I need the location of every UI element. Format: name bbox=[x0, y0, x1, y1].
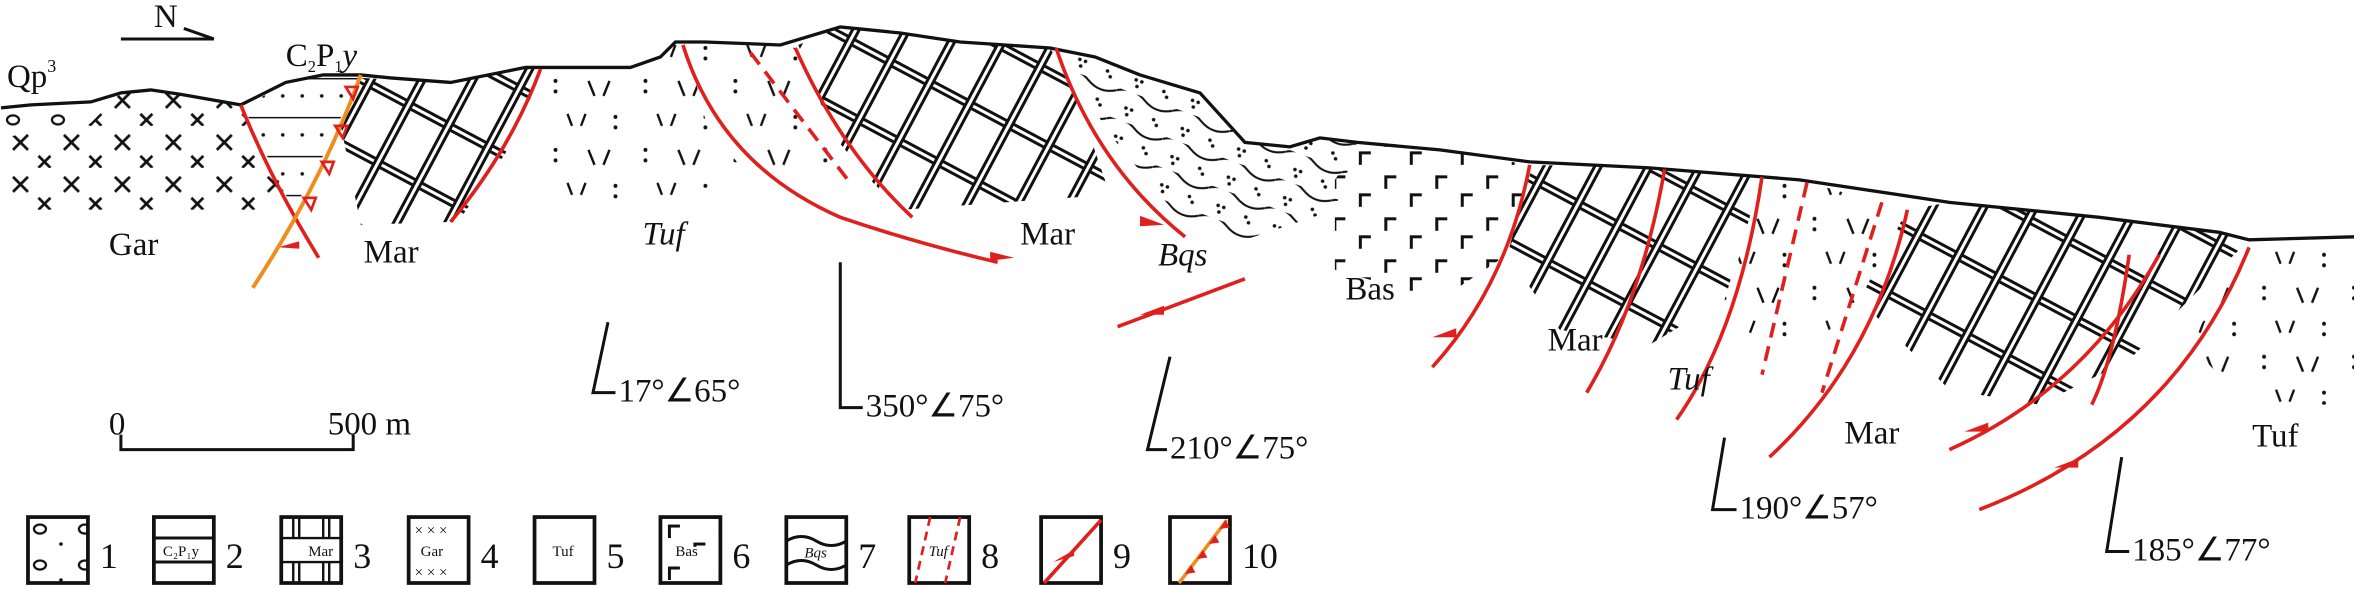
svg-text:Mar: Mar bbox=[308, 544, 333, 560]
svg-text:2: 2 bbox=[226, 536, 244, 576]
legend-item-9: 9 bbox=[1039, 515, 1131, 585]
triangle-icon bbox=[319, 160, 336, 177]
fault-line bbox=[1978, 246, 2251, 512]
fault-line bbox=[681, 44, 999, 265]
triangle-icon bbox=[343, 85, 360, 102]
legend-item-8: Tuf 8 bbox=[907, 515, 999, 585]
svg-text:5: 5 bbox=[606, 536, 624, 576]
thrust-fault bbox=[251, 74, 363, 289]
label-bas: Bas bbox=[1345, 272, 1394, 308]
geologic-units bbox=[0, 26, 2355, 405]
unit-mar-2 bbox=[798, 26, 1111, 210]
scale-end: 500 m bbox=[328, 407, 412, 443]
label-tuf: Tuf bbox=[642, 216, 688, 252]
legend-item-3: Mar 3 bbox=[279, 515, 371, 585]
legend-item-6: Bas 6 bbox=[658, 515, 750, 585]
label-bqs: Bqs bbox=[1158, 237, 1207, 273]
fault-line bbox=[1948, 253, 2161, 452]
attitude-label: 190°∠57° bbox=[1740, 491, 1878, 527]
label-gar: Gar bbox=[109, 227, 158, 263]
label-mar: Mar bbox=[1020, 216, 1075, 252]
arrow-icon bbox=[1140, 215, 1165, 227]
faults bbox=[239, 44, 2251, 512]
unit-tuf-2 bbox=[1724, 176, 1905, 360]
unit-qp3 bbox=[0, 92, 121, 138]
svg-text:3: 3 bbox=[353, 536, 371, 576]
svg-text:Gar: Gar bbox=[421, 544, 443, 560]
topographic-surface bbox=[0, 25, 2355, 242]
unit-gar bbox=[0, 89, 294, 210]
svg-text:10: 10 bbox=[1242, 536, 1278, 576]
fault-dashed bbox=[748, 51, 850, 181]
fault-dashed bbox=[1760, 182, 1809, 376]
unit-mar-1 bbox=[339, 67, 541, 225]
unit-tuf-3 bbox=[2189, 236, 2355, 405]
label-mar: Mar bbox=[1548, 323, 1603, 359]
scale-start: 0 bbox=[109, 407, 125, 443]
svg-text:8: 8 bbox=[981, 536, 999, 576]
legend-item-2: C₂P₁y 2 bbox=[151, 515, 244, 585]
triangle-icon bbox=[332, 124, 350, 141]
legend: 1 C₂P₁y 2 Mar 3 Gar × × × × × × 4 Tuf 5 B… bbox=[26, 515, 1278, 585]
unit-c2p1y bbox=[243, 74, 361, 210]
arrow-icon bbox=[1964, 422, 1989, 432]
fault-line bbox=[449, 68, 543, 223]
attitude-label: 185°∠77° bbox=[2132, 533, 2270, 569]
unit-mar-3 bbox=[1507, 164, 1763, 345]
unit-mar-4 bbox=[1859, 202, 2250, 405]
svg-text:6: 6 bbox=[732, 536, 750, 576]
svg-text:7: 7 bbox=[858, 536, 876, 576]
fault-line bbox=[2090, 254, 2131, 406]
arrow-icon bbox=[1432, 328, 1457, 338]
triangle-icon bbox=[301, 196, 318, 213]
svg-text:× × ×: × × × bbox=[415, 523, 448, 539]
legend-item-10: 10 bbox=[1168, 515, 1278, 585]
label-mar: Mar bbox=[1844, 416, 1899, 452]
svg-text:× × ×: × × × bbox=[415, 565, 448, 581]
attitude-label: 210°∠75° bbox=[1170, 431, 1308, 467]
svg-text:9: 9 bbox=[1113, 536, 1131, 576]
scale-bar: 0 500 m bbox=[109, 407, 412, 452]
svg-text:C₂P₁y: C₂P₁y bbox=[163, 544, 200, 560]
legend-item-1: 1 bbox=[26, 515, 118, 585]
fault-line bbox=[1054, 47, 1187, 239]
arrow-icon bbox=[1140, 305, 1165, 315]
fault-line bbox=[1430, 164, 1532, 369]
unit-tuf-1 bbox=[533, 41, 751, 210]
north-arrow: N bbox=[120, 0, 215, 41]
label-qp3: Qp3 bbox=[7, 56, 56, 95]
svg-text:Tuf: Tuf bbox=[553, 544, 574, 560]
arrow-icon bbox=[278, 241, 300, 249]
fault-line bbox=[239, 104, 321, 259]
fault-line bbox=[793, 47, 914, 219]
unit-bas bbox=[1334, 143, 1530, 300]
legend-item-5: Tuf 5 bbox=[532, 515, 624, 585]
label-mar: Mar bbox=[364, 234, 419, 270]
label-c2p1y: C2P1y bbox=[286, 38, 358, 76]
label-tuf: Tuf bbox=[2252, 419, 2298, 455]
arrow-icon bbox=[990, 251, 1015, 261]
svg-text:Bas: Bas bbox=[675, 544, 698, 560]
svg-text:Bqs: Bqs bbox=[804, 546, 827, 562]
svg-text:1: 1 bbox=[100, 536, 118, 576]
north-label: N bbox=[154, 0, 178, 35]
fault-dashed bbox=[1820, 201, 1884, 394]
fault-line bbox=[1768, 209, 1910, 459]
fault-line bbox=[1675, 176, 1764, 421]
fault-line bbox=[1116, 277, 1246, 329]
svg-text:4: 4 bbox=[481, 536, 499, 576]
label-tuf: Tuf bbox=[1668, 362, 1714, 398]
legend-item-4: Gar × × × × × × 4 bbox=[406, 515, 499, 585]
attitude-label: 350°∠75° bbox=[866, 389, 1004, 425]
fault-line bbox=[1585, 169, 1667, 394]
unit-bqs bbox=[1056, 47, 1358, 240]
unit-tuf-1b bbox=[690, 44, 871, 180]
svg-text:Tuf: Tuf bbox=[929, 544, 950, 560]
legend-item-7: Bqs 7 bbox=[784, 515, 876, 585]
attitude-symbols bbox=[591, 262, 2130, 554]
attitude-label: 17°∠65° bbox=[618, 374, 740, 410]
